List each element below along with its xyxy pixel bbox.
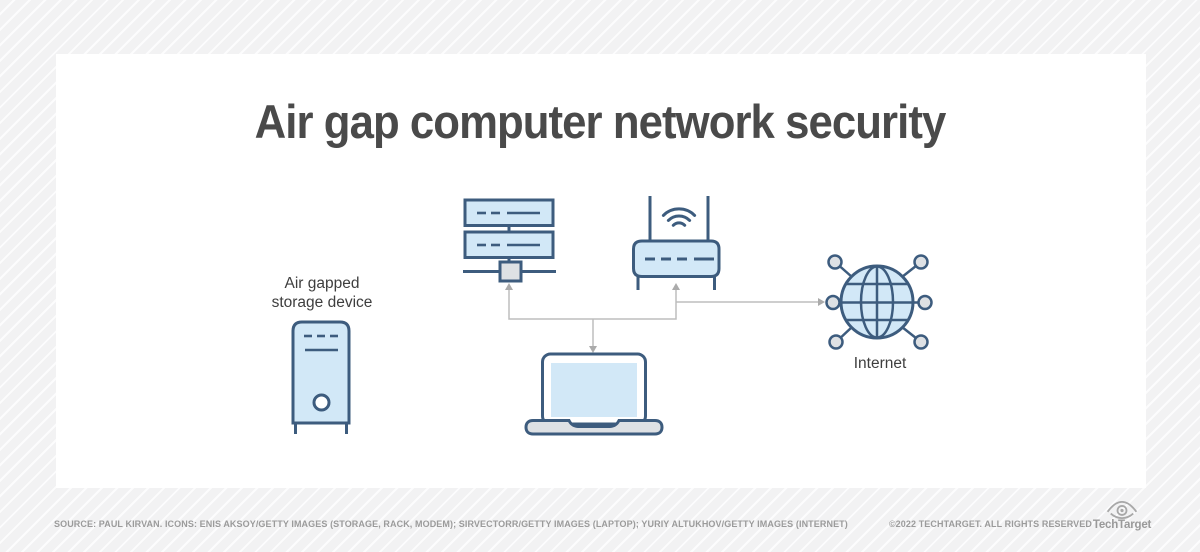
arrow-up-to-router <box>672 283 680 290</box>
arrow-right-to-internet <box>818 298 825 306</box>
wifi-waves-icon <box>661 207 697 227</box>
arrow-down-to-laptop <box>589 346 597 353</box>
storage-tower-icon <box>291 320 351 434</box>
arrow-up-to-server <box>505 283 513 290</box>
connector-arrowheads <box>505 283 825 353</box>
internet-globe-icon <box>825 254 933 350</box>
laptop-icon <box>524 352 664 436</box>
brand-name-text: TechTarget <box>1092 519 1152 531</box>
techtarget-logo: TechTarget <box>1092 501 1152 531</box>
techtarget-eye-icon <box>1106 501 1138 519</box>
copyright-text: ©2022 TECHTARGET. ALL RIGHTS RESERVED <box>888 519 1092 529</box>
source-credit-text: SOURCE: PAUL KIRVAN. ICONS: ENIS AKSOY/G… <box>54 519 848 529</box>
internet-label: Internet <box>853 355 907 372</box>
connector-lines <box>508 289 819 348</box>
server-rack-icon <box>463 198 556 283</box>
storage-device-label: Air gapped storage device <box>271 275 373 311</box>
page-title: Air gap computer network security <box>254 95 947 148</box>
wireless-router-icon <box>632 196 721 290</box>
